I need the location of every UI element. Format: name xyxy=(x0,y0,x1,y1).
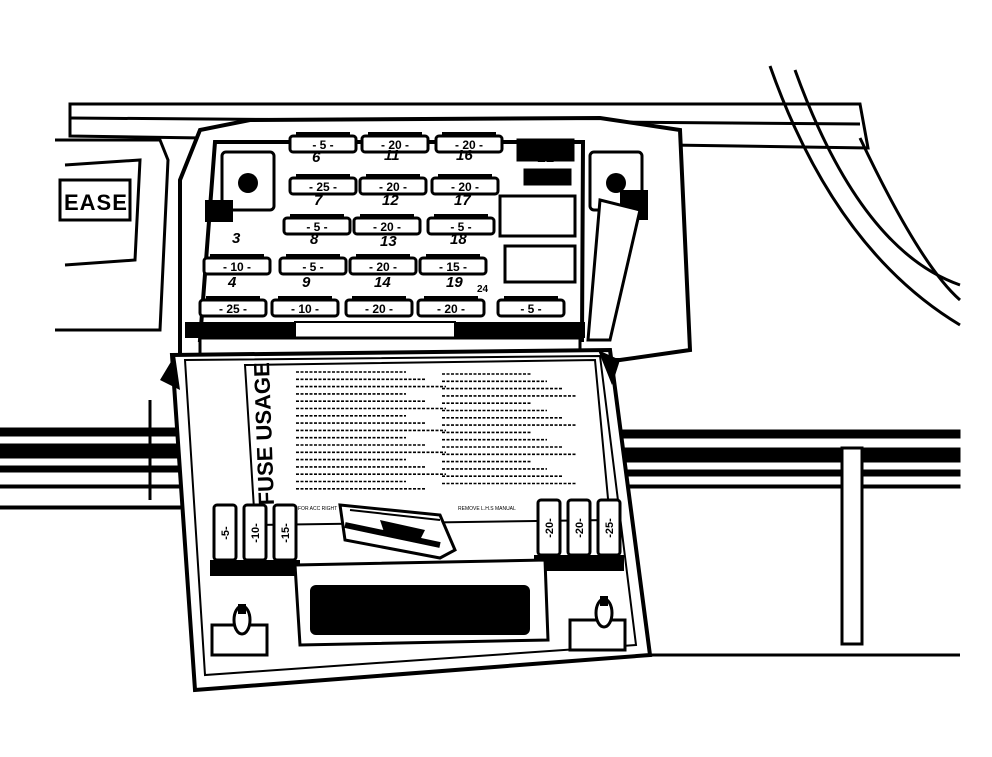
fuse-r4-3: - 15 - xyxy=(418,254,488,276)
label-right-fragment: REMOVE L.H.S MANUAL xyxy=(458,506,516,512)
spare-fuse: -25- xyxy=(594,498,624,571)
fuse-r2-2: - 20 - xyxy=(430,174,500,196)
fuse-number-17: 17 xyxy=(454,192,471,209)
cover-handle xyxy=(293,558,550,647)
fuse-value-label: - 20 - xyxy=(381,138,409,152)
fuse-r4-1: - 5 - xyxy=(278,254,348,276)
right-knob xyxy=(586,150,648,342)
fuse-r5-3: - 20 - xyxy=(416,296,486,318)
fuse-value-label: - 20 - xyxy=(451,180,479,194)
label-left-fragment: FOR ACC RIGHT xyxy=(298,506,337,512)
fuse-number-18: 18 xyxy=(450,231,467,248)
spare-fuse: -20- xyxy=(564,498,594,571)
fuse-r3-2: - 5 - xyxy=(426,214,496,236)
fuse-number-3: 3 xyxy=(232,230,241,247)
fuse-number-14: 14 xyxy=(374,274,391,291)
fuse-value-label: - 5 - xyxy=(312,138,333,152)
fuse-value-label: - 5 - xyxy=(306,220,327,234)
relays xyxy=(498,138,577,284)
fuse-r5-2: - 20 - xyxy=(344,296,414,318)
spare-fuse-value: -25- xyxy=(604,518,616,538)
fuse-r5-4: - 5 - xyxy=(496,296,566,318)
spare-fuse-value: -5- xyxy=(220,526,232,540)
vertical-post xyxy=(620,446,960,657)
fuse-r4-0: - 10 - xyxy=(202,254,272,276)
fuse-puller xyxy=(338,503,457,560)
spare-fuse: -10- xyxy=(240,503,270,576)
fuse-number-7: 7 xyxy=(314,192,323,209)
fuse-number-4: 4 xyxy=(227,274,237,291)
fuse-number-8: 8 xyxy=(310,231,319,248)
spare-fuses-right: -20- -20- -25- xyxy=(534,498,624,571)
release-button: EASE xyxy=(55,138,170,332)
fuse-r5-0: - 25 - xyxy=(198,296,268,318)
fuse-r1-1: - 20 - xyxy=(360,132,430,154)
fuse-value-label: - 20 - xyxy=(365,302,393,316)
fuse-number-24: 24 xyxy=(477,284,489,295)
fuse-value-label: - 25 - xyxy=(309,180,337,194)
fuse-number-labels: 3 21 24 6 11 16 7 12 17 8 13 18 4 9 14 1… xyxy=(227,147,555,295)
fuse-value-label: - 5 - xyxy=(520,302,541,316)
fuse-r3-1: - 20 - xyxy=(352,214,422,236)
fuse-grid: - 5 - - 20 - - 20 - - 25 - - 20 - - 20 - - 5 -… xyxy=(198,132,566,318)
fuse-value-label: - 15 - xyxy=(439,260,467,274)
latch-left xyxy=(210,604,269,657)
fuse-number-19: 19 xyxy=(446,274,463,291)
spare-fuse: -5- xyxy=(210,503,240,576)
fuse-r1-2: - 20 - xyxy=(434,132,504,154)
fuse-value-label: - 20 - xyxy=(373,220,401,234)
latch-right xyxy=(568,596,627,652)
fuse-value-label: - 20 - xyxy=(379,180,407,194)
fuse-box-bottom xyxy=(185,321,585,339)
fuse-value-label: - 10 - xyxy=(223,260,251,274)
fuse-value-label: - 5 - xyxy=(450,220,471,234)
left-knob xyxy=(205,150,276,222)
usage-label: FUSE USAGE FOR ACC RIGHT REMOVE L.H.S MA… xyxy=(243,358,612,527)
spare-fuse-value: -10- xyxy=(250,523,262,543)
fuse-number-9: 9 xyxy=(302,274,311,291)
spare-fuse-value: -20- xyxy=(574,518,586,538)
release-label: EASE xyxy=(64,190,128,215)
fuse-r3-0: - 5 - xyxy=(282,214,352,236)
panel-title: FUSE USAGE xyxy=(249,362,279,506)
spare-fuse: -15- xyxy=(270,503,300,576)
fuse-number-12: 12 xyxy=(382,192,399,209)
fuse-number-11: 11 xyxy=(384,147,400,164)
fuse-value-label: - 20 - xyxy=(437,302,465,316)
fuse-number-16: 16 xyxy=(456,147,473,164)
spare-fuses-left: -5- -10- -15- xyxy=(210,503,300,576)
fuse-r5-1: - 10 - xyxy=(270,296,340,318)
spare-fuse-value: -15- xyxy=(280,523,292,543)
fuse-r1-0: - 5 - xyxy=(288,132,358,154)
fuse-value-label: - 20 - xyxy=(369,260,397,274)
fuse-value-label: - 10 - xyxy=(291,302,319,316)
fuse-value-label: - 5 - xyxy=(302,260,323,274)
spare-fuse-value: -20- xyxy=(544,518,556,538)
fuse-value-label: - 25 - xyxy=(219,302,247,316)
dashboard-outline xyxy=(68,65,961,500)
spare-fuse: -20- xyxy=(534,498,564,571)
fuse-r4-2: - 20 - xyxy=(348,254,418,276)
fuse-value-label: - 20 - xyxy=(455,138,483,152)
fuse-number-6: 6 xyxy=(312,149,321,166)
fuse-r2-0: - 25 - xyxy=(288,174,358,196)
fuse-r2-1: - 20 - xyxy=(358,174,428,196)
usage-lines xyxy=(296,371,577,490)
fuse-number-13: 13 xyxy=(380,233,397,250)
